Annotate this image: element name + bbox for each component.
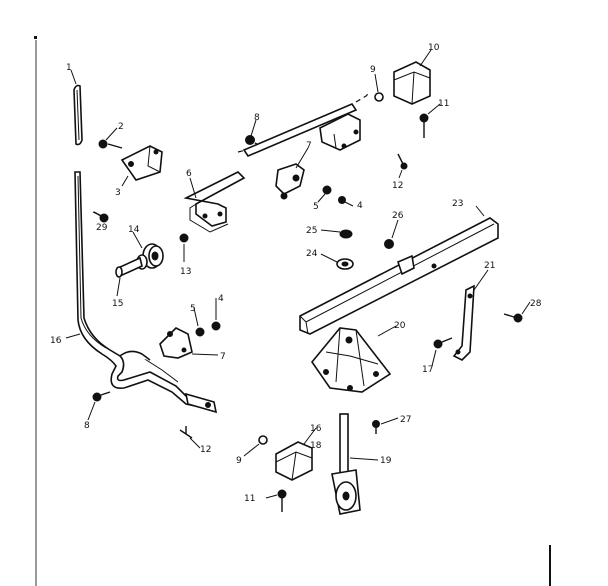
callout-18: 18 xyxy=(310,441,322,451)
callout-24: 24 xyxy=(306,249,318,259)
part-20-caster-mount xyxy=(310,327,392,393)
callout-13: 13 xyxy=(180,267,191,277)
part-10-bracket xyxy=(393,61,431,105)
part-1-upper-rod xyxy=(73,84,83,146)
callout-29: 29 xyxy=(96,223,108,233)
callout-1: 1 xyxy=(66,63,72,73)
callout-25: 25 xyxy=(306,226,317,236)
callout-6: 6 xyxy=(186,169,192,179)
callout-5-upper: 5 xyxy=(313,202,319,212)
callout-16-right: 16 xyxy=(310,424,322,434)
part-12-pin-upper xyxy=(397,153,408,170)
callout-19: 19 xyxy=(380,456,392,466)
part-4-washer-lower xyxy=(211,321,221,331)
part-13-nut xyxy=(179,233,189,243)
part-11-screw-lower xyxy=(277,489,287,512)
callout-21: 21 xyxy=(484,261,495,271)
callout-4-lower: 4 xyxy=(218,294,224,304)
scan-mark xyxy=(34,36,37,39)
part-11-screw-upper xyxy=(419,113,429,138)
callout-9-upper: 9 xyxy=(370,65,376,75)
part-25-washer xyxy=(339,229,353,239)
callout-4-upper: 4 xyxy=(357,201,363,211)
callout-23: 23 xyxy=(452,199,463,209)
callout-2: 2 xyxy=(118,122,124,132)
part-15-shaft xyxy=(115,256,143,278)
part-4-washer-upper xyxy=(338,196,346,204)
part-5-nut-lower xyxy=(195,327,205,337)
part-16-shift-rod xyxy=(74,171,216,412)
callout-11-upper: 11 xyxy=(438,99,449,109)
callout-7-lower: 7 xyxy=(220,352,226,362)
leader-lines xyxy=(65,49,531,499)
callout-15: 15 xyxy=(112,299,123,309)
callout-16-left: 16 xyxy=(50,336,62,346)
callout-8-upper: 8 xyxy=(254,113,260,123)
rod-end-link xyxy=(184,392,218,414)
callout-8-lower: 8 xyxy=(84,421,90,431)
part-7-clip-lower xyxy=(159,327,193,359)
callout-10: 10 xyxy=(428,43,440,53)
callout-9-lower: 9 xyxy=(236,456,242,466)
part-12-pin-lower xyxy=(179,426,193,439)
part-8-screw-lower xyxy=(92,391,111,402)
part-7-clip-upper xyxy=(275,163,305,200)
callout-labels: 1 2 3 29 6 14 13 15 16 8 7 5 4 9 10 11 1… xyxy=(50,43,542,504)
callout-3: 3 xyxy=(115,188,121,198)
callout-20: 20 xyxy=(394,321,406,331)
callout-14: 14 xyxy=(128,225,140,235)
part-26-nut xyxy=(384,239,394,249)
callout-12-lower: 12 xyxy=(200,445,211,455)
upper-cross-shaft xyxy=(237,91,371,157)
callout-7-upper: 7 xyxy=(306,141,312,151)
callout-28: 28 xyxy=(530,299,542,309)
part-9-washer-upper xyxy=(374,92,384,102)
part-17-screw xyxy=(433,337,453,349)
callout-17: 17 xyxy=(422,365,433,375)
part-9-washer-lower xyxy=(258,435,268,445)
callout-27: 27 xyxy=(400,415,411,425)
callout-12-upper: 12 xyxy=(392,181,403,191)
part-6-support-bracket xyxy=(183,171,246,233)
part-3-bracket xyxy=(120,145,163,181)
part-5-nut-upper xyxy=(322,185,332,195)
part-19-caster xyxy=(331,413,361,515)
part-18-bracket xyxy=(275,441,313,481)
part-2-screw xyxy=(98,139,123,149)
part-21-bracket-arm xyxy=(452,284,475,361)
part-23-channel-rail xyxy=(299,217,499,335)
callout-5-lower: 5 xyxy=(190,304,196,314)
callout-26: 26 xyxy=(392,211,404,221)
part-24-bushing-core xyxy=(341,261,349,267)
part-28-screw xyxy=(503,313,523,323)
part-27-screw xyxy=(372,420,380,434)
callout-11-lower: 11 xyxy=(244,494,255,504)
